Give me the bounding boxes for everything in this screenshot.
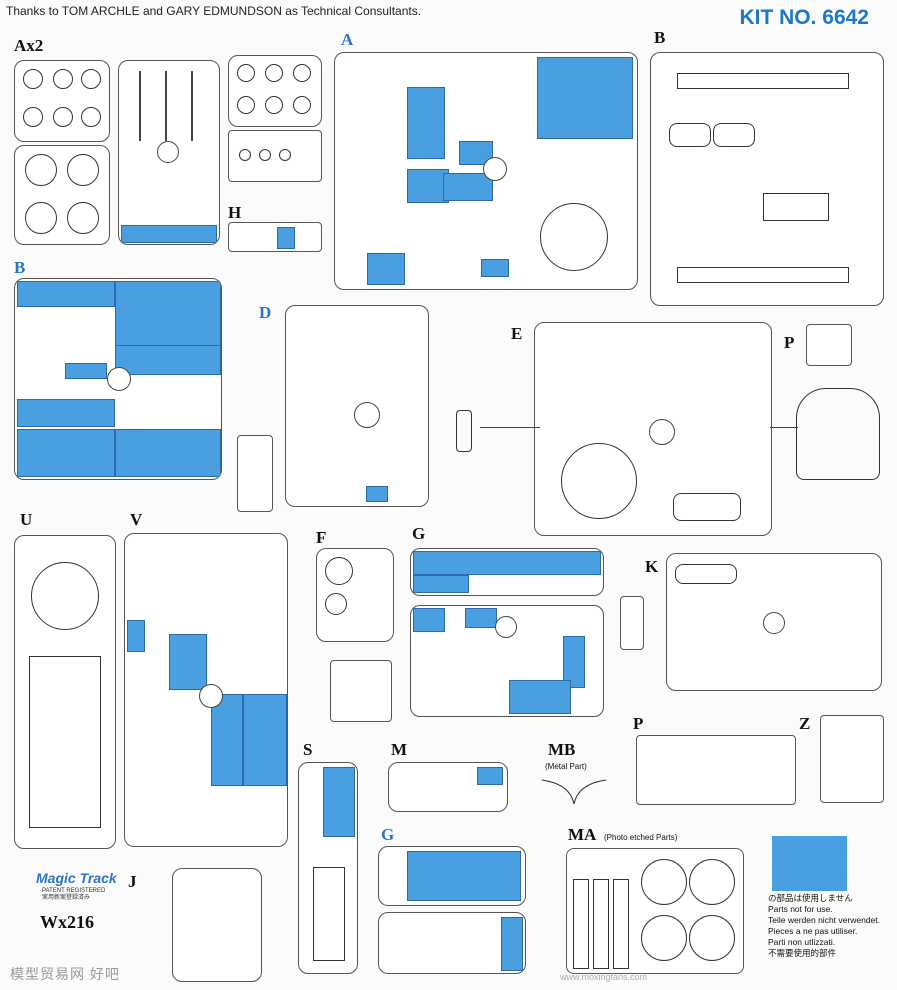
kit-number: KIT NO. 6642 [739, 6, 869, 29]
turret-part [796, 388, 880, 480]
sprue-f [316, 548, 394, 642]
sprue-label-b-top: B [654, 28, 666, 47]
sprue-ma [566, 848, 744, 974]
sprue-ax2-sprockets [14, 145, 110, 245]
watermark-bottom: 模型贸易网 好吧 [10, 966, 120, 982]
sprue-label-u: U [20, 510, 33, 529]
sprue-a [334, 52, 638, 290]
consultants-credit: Thanks to TOM ARCHLE and GARY EDMUNDSON … [6, 4, 422, 18]
sprue-label-g-bottom: G [381, 825, 395, 844]
sprue-p-bottom [636, 735, 796, 805]
sprue-d [285, 305, 429, 507]
sprue-label-s: S [303, 740, 313, 759]
magic-track-subtitle: PATENT REGISTERED 実用新案登録済み [42, 888, 106, 901]
sprue-e-part-end [456, 410, 472, 452]
sprue-z [820, 715, 884, 803]
sprue-ax2-roadwheels [228, 55, 322, 127]
sprue-label-a: A [341, 30, 354, 49]
sprue-label-v: V [130, 510, 143, 529]
sprue-ax2-wheels [14, 60, 110, 142]
sprue-p-small [806, 324, 852, 366]
sprue-label-p-small: P [784, 333, 795, 352]
sprue-v [124, 533, 288, 847]
sprue-e [534, 322, 772, 536]
sprue-u [14, 535, 116, 849]
sprue-label-g-top: G [412, 524, 426, 543]
sprue-f-frame [330, 660, 392, 722]
sprue-label-ma: MA [568, 825, 597, 844]
sprue-m [388, 762, 508, 812]
sprue-b-blue [14, 278, 222, 480]
sprue-label-j: J [128, 872, 137, 891]
ma-subtitle: (Photo etched Parts) [604, 833, 678, 842]
sprue-ax2-small [228, 130, 322, 182]
not-used-notes: の部品は使用しません Parts not for use. Teile werd… [768, 893, 880, 958]
sprue-label-p-bottom: P [633, 714, 644, 733]
sprue-g-bottom-upper [378, 846, 526, 906]
sprue-label-e: E [511, 324, 523, 343]
sprue-label-m: M [391, 740, 408, 759]
sprue-j [172, 868, 262, 982]
sprue-label-mb: MB [548, 740, 576, 759]
sprue-label-d: D [259, 303, 272, 322]
sprue-label-f: F [316, 528, 327, 547]
watermark-url: www.moxingfans.com [560, 972, 648, 982]
sprue-s [298, 762, 358, 974]
sprue-b-top [650, 52, 884, 306]
sprue-k-side [620, 596, 644, 650]
sprue-label-h: H [228, 203, 242, 222]
sprue-h [228, 222, 322, 252]
sprue-g-top-upper [410, 548, 604, 596]
sprue-label-z: Z [799, 714, 811, 733]
sprue-d-side [237, 435, 273, 512]
sprue-k [666, 553, 882, 691]
mb-subtitle: (Metal Part) [545, 762, 587, 771]
mb-metal-part [541, 779, 607, 805]
sprue-label-b-blue: B [14, 258, 26, 277]
not-used-color-swatch [772, 836, 847, 891]
magic-track-logo: Magic Track [36, 870, 117, 886]
sprue-label-ax2: Ax2 [14, 36, 44, 55]
sprue-label-k: K [645, 557, 659, 576]
track-count: Wx216 [40, 912, 94, 932]
sprue-g-top-lower [410, 605, 604, 717]
sprue-g-bottom-lower [378, 912, 526, 974]
sprue-ax2-long [118, 60, 220, 245]
